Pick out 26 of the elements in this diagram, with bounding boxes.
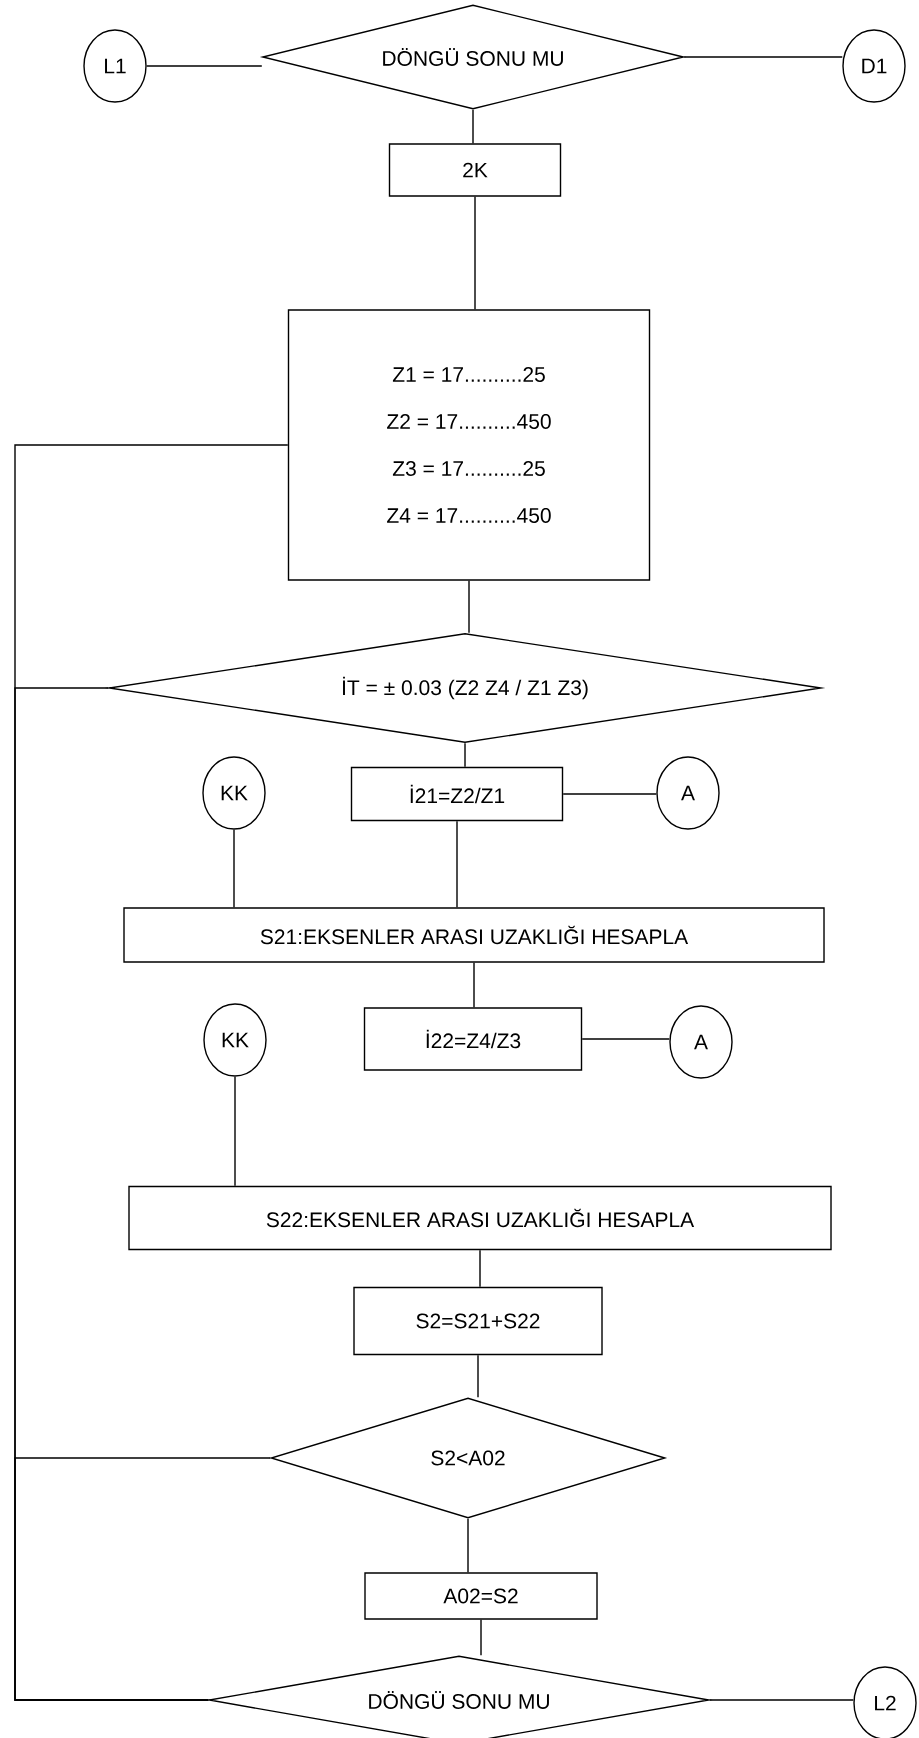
connector-line (474, 196, 476, 310)
connector-line (480, 1619, 482, 1656)
process-box: İ22=Z4/Z3 (363, 1007, 583, 1071)
process-box: A02=S2 (364, 1572, 598, 1620)
process-box: S21:EKSENLER ARASI UZAKLIĞI HESAPLA (123, 907, 825, 963)
connector-line (234, 1076, 236, 1187)
process-box: 2K (388, 143, 562, 197)
connector-line (468, 580, 470, 634)
connector-line (581, 1038, 670, 1040)
process-box: S2=S21+S22 (353, 1286, 603, 1356)
connector-line (467, 1518, 469, 1573)
process-box: İ21=Z2/Z1 (350, 766, 564, 822)
connector-line (233, 829, 235, 908)
connector-line (477, 1354, 479, 1398)
process-box: S22:EKSENLER ARASI UZAKLIĞI HESAPLA (128, 1185, 832, 1251)
connector-line (683, 56, 843, 58)
connector-line (562, 793, 657, 795)
connector-line (464, 742, 466, 768)
connector-line (472, 109, 474, 144)
connector-line (146, 65, 263, 67)
connector-line (709, 1699, 854, 1701)
connector-line (473, 962, 475, 1008)
connector-line (456, 820, 458, 908)
connector-line (14, 1457, 271, 1701)
connector-line (479, 1249, 481, 1288)
process-box: Z1 = 17..........25 Z2 = 17..........450 Z3 = 17..........25 Z4 = 17..........450 (287, 309, 651, 581)
